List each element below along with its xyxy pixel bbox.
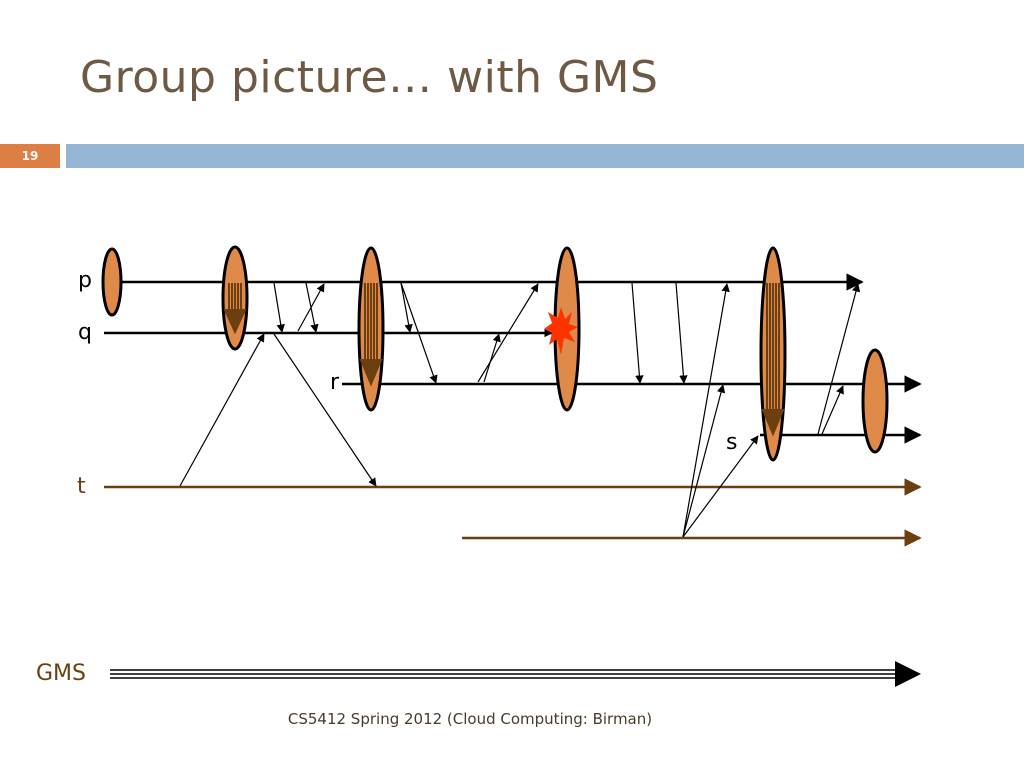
process-label-s: s [726,430,737,455]
slide-number: 19 [0,144,60,168]
view-ellipse [861,348,889,454]
message-arrow [297,283,325,332]
message-arrow [631,282,644,384]
message-arrow [675,282,688,384]
message-arrow [400,282,438,384]
message-arrow [821,385,844,435]
message-arrows [179,282,861,538]
process-label-t: t [77,474,86,499]
slide-title: Group picture… with GMS [80,52,659,103]
message-arrow [273,282,285,333]
view-change-arrows [223,283,785,437]
message-arrow [682,435,759,538]
crash-icon [544,307,578,355]
gms-arrowhead [895,661,921,687]
message-arrow [817,283,861,435]
header-bar [66,144,1024,168]
process-label-p: p [78,268,92,293]
message-arrow [682,283,730,538]
slide-footer: CS5412 Spring 2012 (Cloud Computing: Bir… [287,710,653,728]
message-arrow [682,384,726,538]
message-arrow [483,333,501,383]
process-label-r: r [330,370,340,395]
message-arrow [179,333,265,487]
message-arrow [400,282,413,333]
process-label-q: q [78,320,92,345]
message-arrow [273,333,377,487]
view-ellipse [101,247,123,317]
gms-label: GMS [36,661,86,686]
